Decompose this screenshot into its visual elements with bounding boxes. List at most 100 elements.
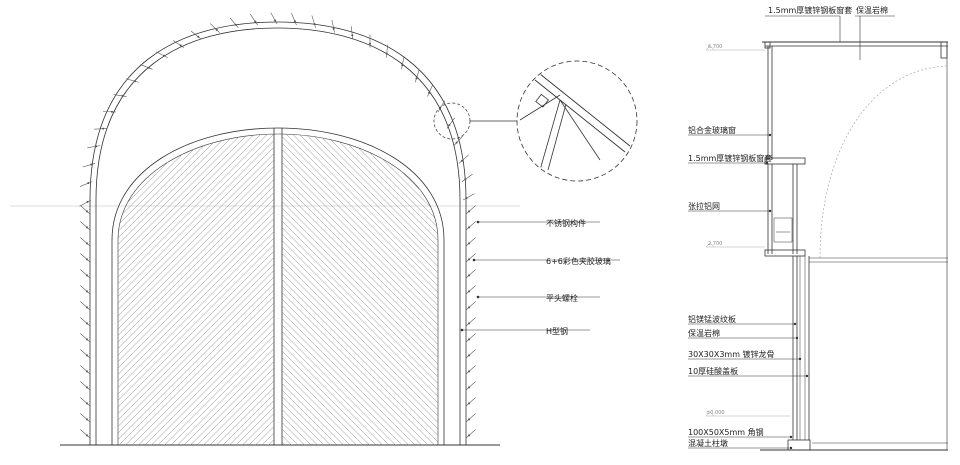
hatch-line: [0, 125, 227, 445]
hatch-line: [118, 134, 274, 445]
level-text: 6.700: [708, 44, 722, 50]
hatch-line: [374, 134, 438, 445]
fin: [79, 199, 92, 207]
hatch-line: [282, 134, 383, 445]
hatch-line: [412, 125, 732, 445]
hatch-line: [131, 134, 274, 445]
hatch-line: [118, 134, 274, 445]
fin: [465, 429, 476, 439]
level-6700: 6.700: [705, 44, 765, 51]
leader-dot: [798, 357, 802, 361]
hatch-line: [444, 125, 764, 445]
hatch-line: [392, 125, 712, 445]
leader-dot: [768, 133, 772, 137]
outer-arch-frame: [89, 21, 467, 445]
fin: [270, 12, 278, 25]
hatch-line: [118, 134, 274, 445]
fin: [461, 173, 473, 182]
callout-label: 保温岩棉: [856, 5, 888, 15]
hatch-line: [0, 125, 188, 445]
fin-bolt: [86, 338, 88, 341]
fin-bolt: [468, 322, 470, 325]
hatch-line: [0, 125, 103, 445]
fin: [465, 221, 476, 231]
fin-bolt: [455, 141, 458, 144]
fin: [446, 117, 455, 129]
fin-bolt: [332, 27, 335, 30]
hatch-line: [118, 134, 154, 445]
hatch-line: [118, 134, 232, 445]
hatch-line: [222, 134, 274, 445]
section-callout: 100X50X5mm 角钢: [688, 427, 793, 439]
hatch-line: [196, 134, 274, 445]
hatch-line: [0, 125, 162, 445]
hatch-line: [301, 125, 621, 445]
hatch-line: [348, 134, 438, 445]
hatch-line: [118, 134, 264, 445]
fin: [465, 285, 476, 295]
fin-bolt: [86, 354, 88, 357]
hatch-line: [282, 134, 351, 445]
hatch-line: [282, 134, 438, 445]
fin-bolt: [468, 434, 470, 437]
callout-label: 混凝土柱墩: [688, 438, 728, 448]
callout-label: 铝合金玻璃窗: [688, 125, 736, 135]
hatch-line: [340, 125, 660, 445]
fin-bolt: [274, 19, 277, 22]
hatch-line: [229, 134, 274, 445]
hatch-line: [393, 134, 438, 445]
hatch-line: [0, 125, 175, 445]
leader-dot: [789, 435, 793, 439]
hatch-line: [308, 125, 628, 445]
hatch-line: [282, 134, 438, 445]
section-callout: 张拉铝网: [688, 201, 772, 213]
hatch-line: [296, 134, 438, 445]
fin-bolt: [254, 20, 257, 23]
hatch-line: [0, 125, 201, 445]
fin-bolt: [468, 354, 470, 357]
hatch-line: [118, 134, 160, 445]
level-markers: 6.700 2.700 ±0.000: [705, 44, 790, 417]
fin-bolt: [133, 80, 136, 83]
hatch-line: [282, 134, 438, 445]
fin-bolt: [86, 210, 88, 213]
leader-dot: [795, 336, 799, 340]
hatch-line: [118, 134, 147, 445]
fin: [172, 40, 185, 48]
hatch-line: [282, 134, 438, 445]
hatch-line: [282, 134, 438, 445]
hatch-line: [118, 134, 274, 445]
hatch-line: [118, 134, 274, 445]
fin-bolt: [465, 197, 468, 200]
hatch-line: [0, 125, 240, 445]
hatch-line: [177, 134, 274, 445]
hatch-line: [0, 125, 233, 445]
hatch-line: [118, 134, 258, 445]
fin: [311, 15, 316, 28]
fin-bolt: [468, 386, 470, 389]
fin: [80, 381, 91, 391]
fin: [126, 78, 139, 83]
hatch-line: [399, 125, 719, 445]
hatch-line: [138, 134, 274, 445]
fin-bolt: [86, 226, 88, 229]
hatch-line: [464, 125, 784, 445]
hatch-line: [425, 125, 745, 445]
fin: [414, 69, 420, 83]
hatch-line: [0, 125, 136, 445]
level-text: ±0.000: [706, 410, 725, 416]
hatch-line: [282, 134, 438, 445]
fin-bolt: [86, 274, 88, 277]
fin: [465, 381, 476, 391]
leader-dot: [789, 446, 793, 450]
inner-glass-arch: [111, 127, 445, 445]
hatch-line: [354, 134, 438, 445]
hatch-line: [118, 134, 274, 445]
fin-bolt: [468, 274, 470, 277]
hatch-line: [367, 134, 438, 445]
hatch-line: [0, 125, 149, 445]
hatch-line: [118, 134, 212, 445]
hatch-line: [261, 134, 274, 445]
hatch-line: [242, 134, 274, 445]
fin-bolt: [293, 20, 296, 23]
